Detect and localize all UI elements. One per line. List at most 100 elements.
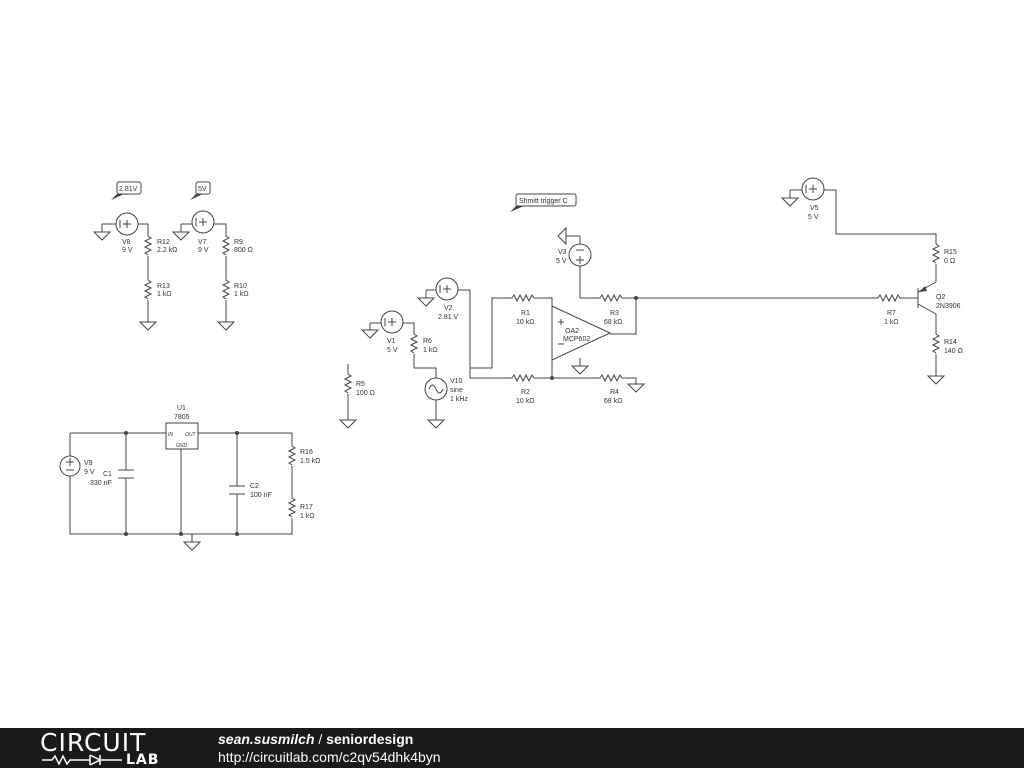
- label-r13-value: 1 kΩ: [157, 291, 172, 298]
- label-u1-pin-out: OUT: [185, 432, 197, 438]
- label-r2-value: 10 kΩ: [516, 398, 534, 405]
- probe-label-281[interactable]: [111, 181, 142, 200]
- voltage-source-v1[interactable]: [380, 310, 404, 334]
- circuitlab-logo[interactable]: CIRCUIT LAB: [40, 728, 180, 768]
- label-r4-value: 68 kΩ: [604, 398, 622, 405]
- label-v9-value: 9 V: [84, 469, 95, 476]
- label-r16-value: 1.5 kΩ: [300, 458, 320, 465]
- label-r12-value: 2.2 kΩ: [157, 247, 177, 254]
- label-v9-name: V9: [84, 460, 93, 467]
- label-v5-name: V5: [810, 205, 819, 212]
- resistor-r15[interactable]: [931, 243, 941, 264]
- resistor-r3[interactable]: [599, 293, 626, 303]
- resistor-r7[interactable]: [877, 293, 905, 303]
- sine-source-v10[interactable]: [424, 377, 448, 401]
- opamp-oa2[interactable]: [551, 305, 612, 361]
- group-r5: [338, 364, 358, 429]
- label-r3-value: 68 kΩ: [604, 319, 622, 326]
- regulator-u1[interactable]: [165, 422, 199, 450]
- resistor-r5[interactable]: [343, 373, 353, 394]
- voltage-source-v8[interactable]: [115, 212, 139, 236]
- label-r5-name: R5: [356, 381, 365, 388]
- group-regulator: [59, 422, 297, 551]
- label-u1-pin-gnd: GND: [176, 443, 188, 449]
- probe-text-schmitt: Shmitt trigger C: [519, 198, 568, 205]
- voltage-source-v7[interactable]: [191, 210, 215, 234]
- project-name[interactable]: seniordesign: [326, 731, 414, 747]
- label-v3-value: 5 V: [556, 258, 567, 265]
- group-v1: [360, 310, 437, 378]
- label-r13-name: R13: [157, 283, 170, 290]
- resistor-r9[interactable]: [221, 235, 231, 256]
- label-v7-name: V7: [198, 239, 207, 246]
- label-q2-value: 2N3906: [936, 303, 961, 310]
- label-r10-value: 1 kΩ: [234, 291, 249, 298]
- label-r7-name: R7: [887, 310, 896, 317]
- voltage-source-v5[interactable]: [801, 177, 825, 201]
- label-r17-name: R17: [300, 504, 313, 511]
- label-v10-name: V10: [450, 378, 463, 385]
- resistor-r4[interactable]: [599, 373, 626, 383]
- project-title: sean.susmilch / seniordesign: [218, 731, 413, 748]
- resistor-r17[interactable]: [287, 497, 297, 518]
- group-transistor: [780, 177, 946, 385]
- label-r9-name: R9: [234, 239, 243, 246]
- label-u1-name: U1: [177, 405, 186, 412]
- label-r15-name: R15: [944, 249, 957, 256]
- label-u1-pin-in: IN: [168, 432, 173, 438]
- label-r1-name: R1: [521, 310, 530, 317]
- label-r1-value: 10 kΩ: [516, 319, 534, 326]
- resistor-r12[interactable]: [143, 235, 153, 256]
- label-v8-value: 9 V: [122, 247, 133, 254]
- label-r3-name: R3: [610, 310, 619, 317]
- label-r16-name: R16: [300, 449, 313, 456]
- label-r9-value: 800 Ω: [234, 247, 253, 254]
- resistor-r2[interactable]: [511, 373, 538, 383]
- resistor-r1[interactable]: [511, 293, 538, 303]
- label-r6-name: R6: [423, 338, 432, 345]
- label-r14-name: R14: [944, 339, 957, 346]
- label-r5-value: 100 Ω: [356, 390, 375, 397]
- label-u1-value: 7805: [174, 414, 190, 421]
- project-separator: /: [314, 731, 327, 747]
- label-v8-name: V8: [122, 239, 131, 246]
- label-r15-value: 0 Ω: [944, 258, 955, 265]
- project-url[interactable]: http://circuitlab.com/c2qv54dhk4byn: [218, 749, 441, 765]
- label-q2-name: Q2: [936, 294, 945, 301]
- resistor-r10[interactable]: [221, 279, 231, 300]
- label-r10-name: R10: [234, 283, 247, 290]
- resistor-r13[interactable]: [143, 279, 153, 300]
- logo-text-lab: LAB: [126, 752, 160, 768]
- label-v10-value2: 1 kHz: [450, 396, 468, 403]
- label-r2-name: R2: [521, 389, 530, 396]
- group-v2: [416, 277, 471, 368]
- group-v10: [424, 377, 448, 429]
- logo-waveform-icon: [42, 754, 122, 766]
- project-user[interactable]: sean.susmilch: [218, 731, 315, 747]
- probe-label-5v[interactable]: [190, 181, 211, 200]
- resistor-r16[interactable]: [287, 445, 297, 466]
- transistor-q2[interactable]: [904, 281, 937, 315]
- voltage-source-v2[interactable]: [435, 277, 459, 301]
- label-r4-name: R4: [610, 389, 619, 396]
- group-schmitt-trigger: [469, 226, 878, 393]
- label-r17-value: 1 kΩ: [300, 513, 315, 520]
- label-c2-name: C2: [250, 483, 259, 490]
- voltage-source-v9[interactable]: [59, 455, 81, 477]
- label-v7-value: 9 V: [198, 247, 209, 254]
- label-c1-value: 330 nF: [90, 480, 112, 487]
- footer-bar: CIRCUIT LAB sean.susmilch / seniordesign…: [0, 728, 1024, 768]
- label-oa2-value: MCP602: [563, 336, 590, 343]
- probe-label-schmitt[interactable]: [510, 193, 577, 212]
- label-r14-value: 140 Ω: [944, 348, 963, 355]
- resistor-r14[interactable]: [931, 333, 941, 354]
- label-r12-name: R12: [157, 239, 170, 246]
- circuit-schematic: 2.81V 5V Shmitt trigger C V8 9 V R12 2.2…: [59, 177, 963, 551]
- label-c2-value: 100 nF: [250, 492, 272, 499]
- label-c1-name: C1: [103, 471, 112, 478]
- voltage-source-v3[interactable]: [568, 243, 592, 267]
- logo-text-circuit: CIRCUIT: [40, 728, 147, 757]
- label-r7-value: 1 kΩ: [884, 319, 899, 326]
- resistor-r6[interactable]: [409, 333, 419, 354]
- label-r6-value: 1 kΩ: [423, 347, 438, 354]
